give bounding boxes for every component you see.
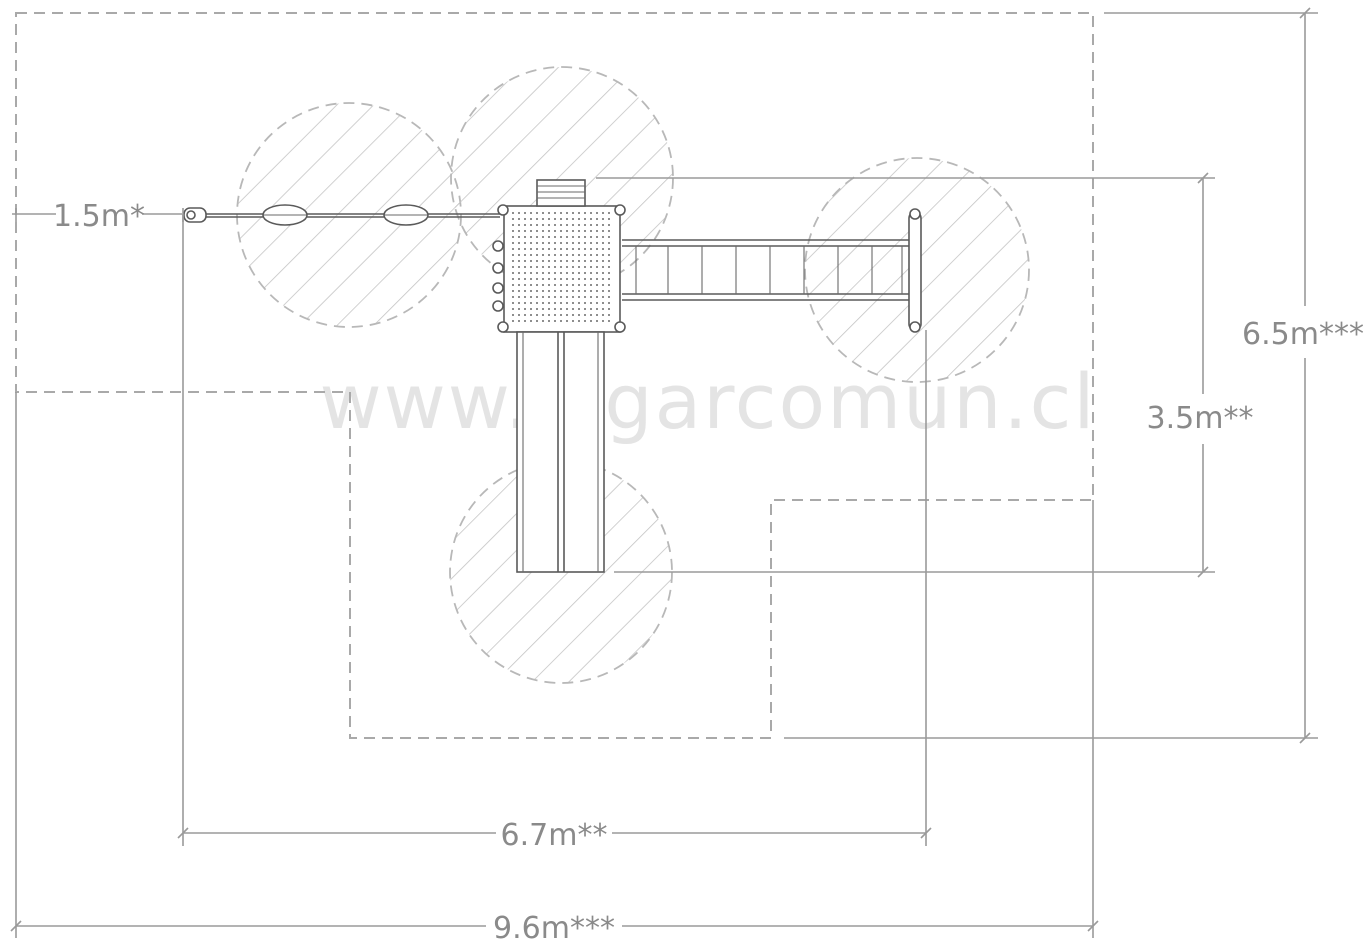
- playground-equipment: [183, 179, 922, 573]
- ladder: [536, 179, 586, 207]
- climbing-hold: [492, 282, 504, 294]
- tower-post: [614, 321, 626, 333]
- climbing-hold: [492, 262, 504, 274]
- tower-post: [497, 204, 509, 216]
- dimension-label-depth-equipment: 3.5m**: [1147, 401, 1254, 436]
- watermark: www.lugarcomun.cl: [319, 357, 1096, 446]
- dimension-lines: [10, 7, 1318, 938]
- dimension-label-swing-clearance: 1.5m*: [53, 199, 145, 234]
- dimension-label-width-total: 9.6m***: [493, 911, 615, 940]
- climbing-hold: [492, 240, 504, 252]
- swing-hook-icon: [183, 207, 207, 223]
- dimension-label-depth-total: 6.5m***: [1242, 317, 1364, 352]
- tower-post: [497, 321, 509, 333]
- monkey-bars: [622, 208, 922, 333]
- slide: [516, 331, 605, 573]
- climbing-hold: [492, 300, 504, 312]
- safety-zone-outline: [15, 12, 1094, 739]
- dimension-label-width-equipment: 6.7m**: [501, 818, 608, 853]
- tower-post: [614, 204, 626, 216]
